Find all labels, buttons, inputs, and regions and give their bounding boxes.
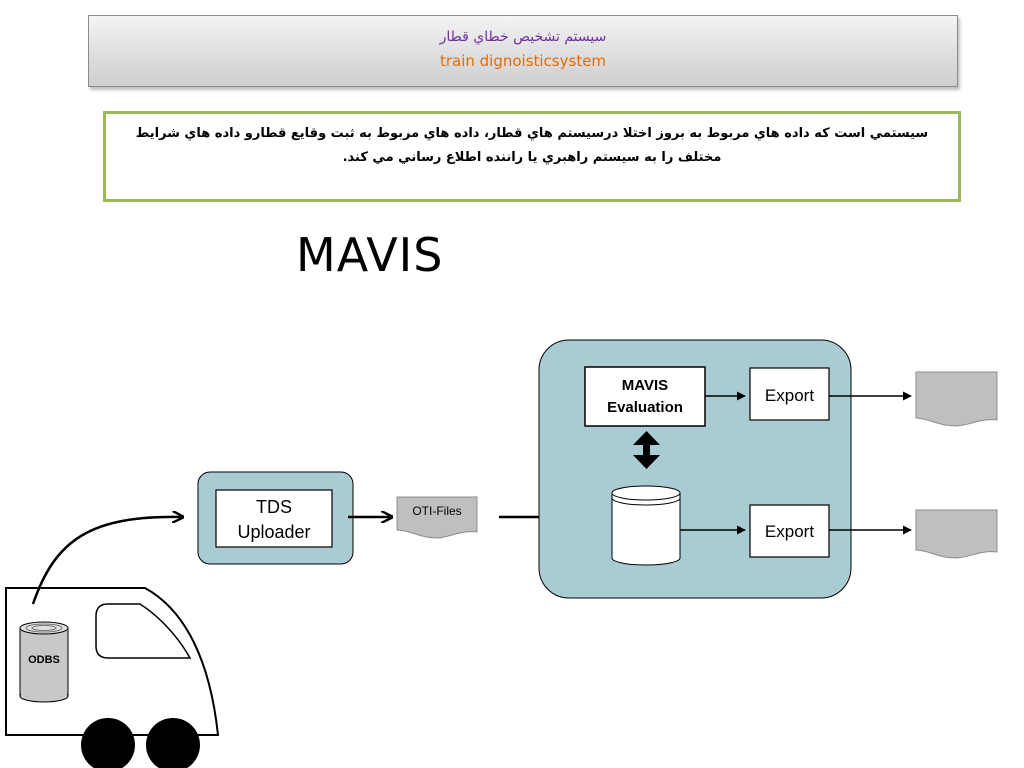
tds-uploader-box	[215, 489, 333, 548]
oti-files-document	[396, 496, 478, 539]
main-title: MAVIS	[296, 228, 444, 282]
export-top-label: Export	[765, 386, 814, 405]
output-document-top	[915, 371, 998, 427]
header-banner: سيستم تشخيص خطاي قطار train dignoisticsy…	[88, 15, 958, 87]
train-wheel-right	[146, 718, 200, 768]
mavis-evaluation-label-line2: Evaluation	[607, 399, 683, 416]
header-title-persian: سيستم تشخيص خطاي قطار	[439, 29, 607, 45]
export-bottom-label: Export	[765, 522, 814, 541]
odbs-label: ODBS	[28, 654, 60, 666]
double-arrow-icon	[633, 431, 660, 469]
header-title-english: train dignoisticsystem	[439, 52, 607, 70]
description-text: سيستمي است که داده هاي مربوط به بروز اخت…	[135, 126, 929, 165]
tds-uploader-label-line2: Uploader	[237, 522, 310, 542]
odbs-database-icon	[19, 621, 69, 703]
tds-uploader-label-line1: TDS	[256, 497, 292, 517]
train-wheel-left	[81, 718, 135, 768]
train-to-tds-arrow	[31, 517, 183, 605]
oti-files-label: OTI-Files	[412, 504, 461, 518]
database-icon	[611, 485, 681, 566]
export-top-box	[749, 367, 830, 421]
export-bottom-box	[749, 504, 830, 558]
output-document-bottom	[915, 509, 998, 559]
mavis-evaluation-label-line1: MAVIS	[622, 377, 668, 394]
mavis-evaluation-box	[584, 366, 706, 427]
description-box: سيستمي است که داده هاي مربوط به بروز اخت…	[103, 111, 961, 202]
